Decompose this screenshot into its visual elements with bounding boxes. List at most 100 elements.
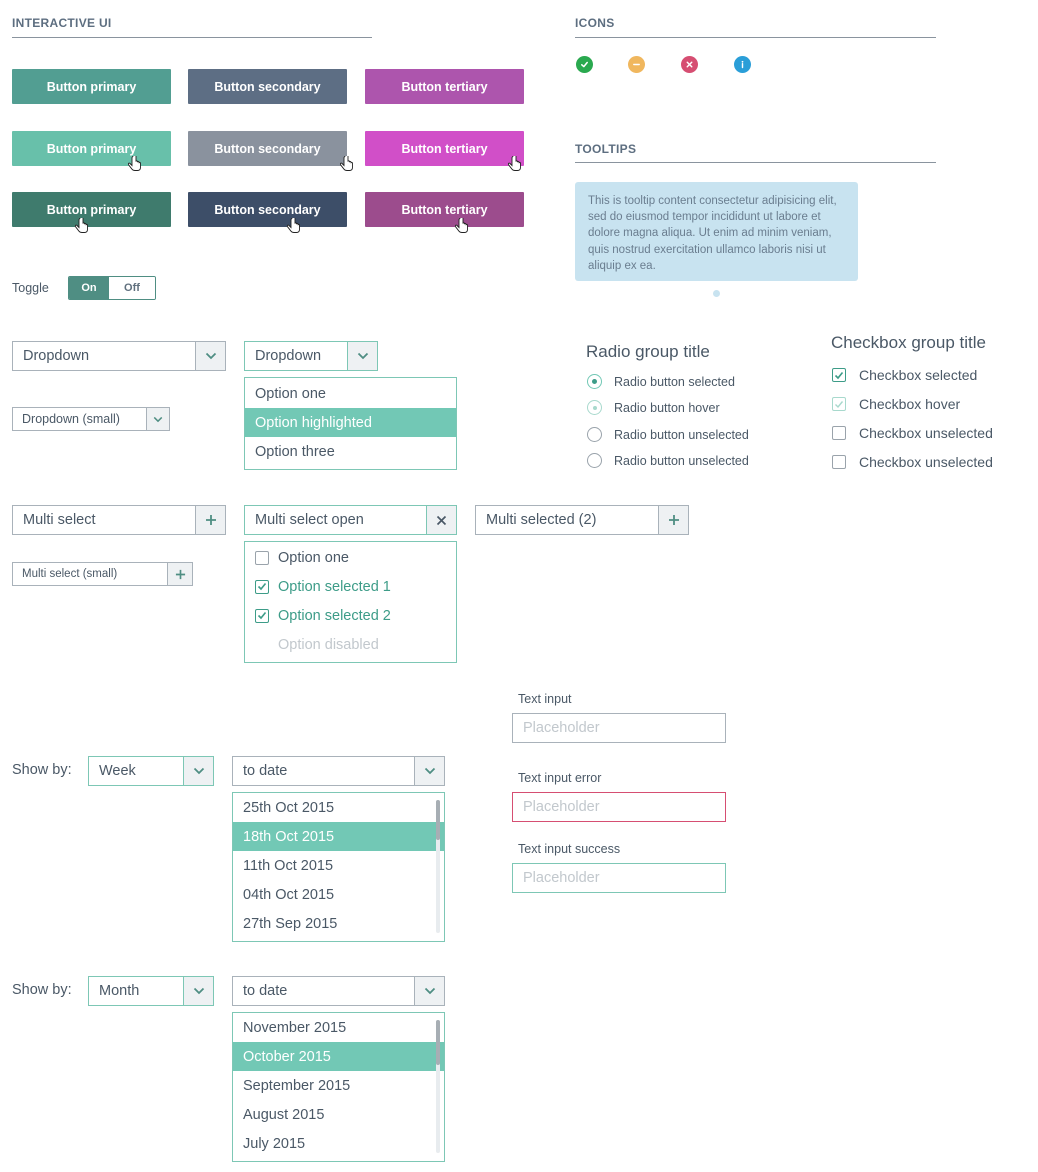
check-circle-icon — [576, 56, 593, 73]
checkbox-option[interactable]: Checkbox unselected — [832, 454, 993, 470]
dropdown-small[interactable]: Dropdown (small) — [12, 407, 170, 431]
week-option[interactable]: 11th Oct 2015 — [243, 857, 334, 874]
show-by-label: Show by: — [12, 762, 72, 778]
radio-option[interactable]: Radio button unselected — [587, 453, 749, 468]
chevron-down-icon[interactable] — [347, 342, 377, 370]
checkbox-option[interactable]: Checkbox unselected — [832, 425, 993, 441]
checkbox[interactable] — [832, 426, 846, 440]
multi-select-value: Multi selected (2) — [486, 512, 597, 528]
date-range-dropdown[interactable]: to date — [232, 756, 445, 786]
scrollbar[interactable] — [436, 1020, 440, 1153]
hand-cursor-icon — [128, 156, 141, 171]
date-range-value: to date — [243, 763, 288, 779]
plus-icon[interactable] — [167, 563, 192, 585]
chevron-down-icon[interactable] — [414, 757, 444, 785]
primary-button[interactable]: Button primary — [12, 69, 171, 104]
checkbox[interactable] — [832, 368, 846, 382]
hand-cursor-icon — [340, 156, 353, 171]
chevron-down-icon[interactable] — [195, 342, 225, 370]
checkbox[interactable] — [832, 397, 846, 411]
scrollbar-thumb[interactable] — [436, 800, 440, 840]
close-circle-icon — [681, 56, 698, 73]
chevron-down-icon[interactable] — [183, 757, 213, 785]
checkbox[interactable] — [255, 608, 269, 623]
multi-select-option-selected[interactable]: Option selected 2 — [245, 601, 456, 630]
tertiary-button-hover[interactable]: Button tertiary — [365, 131, 524, 166]
period-dropdown[interactable]: Month — [88, 976, 214, 1006]
dropdown-option[interactable]: Option one — [255, 385, 326, 402]
week-options-list[interactable]: 25th Oct 2015 18th Oct 2015 11th Oct 201… — [232, 792, 445, 942]
plus-icon[interactable] — [658, 506, 688, 534]
section-title-tooltips: TOOLTIPS — [575, 142, 637, 156]
checkbox-option[interactable]: Checkbox selected — [832, 367, 977, 383]
primary-button-pressed[interactable]: Button primary — [12, 192, 171, 227]
month-option[interactable]: July 2015 — [243, 1135, 306, 1152]
multi-select-open[interactable]: Multi select open — [244, 505, 457, 535]
toggle-off-option[interactable]: Off — [109, 277, 155, 299]
section-divider — [12, 37, 372, 38]
dropdown-option[interactable]: Option three — [255, 443, 335, 460]
dropdown-open[interactable]: Dropdown — [244, 341, 378, 371]
date-range-value: to date — [243, 983, 288, 999]
dropdown-value: Dropdown — [255, 348, 322, 364]
section-title-icons: ICONS — [575, 16, 615, 30]
week-option[interactable]: 25th Oct 2015 — [243, 799, 335, 816]
option-label: Option selected 1 — [278, 578, 391, 595]
multi-select-option[interactable]: Option one — [245, 543, 456, 572]
checkbox[interactable] — [255, 550, 269, 565]
tertiary-button[interactable]: Button tertiary — [365, 69, 524, 104]
chevron-down-icon[interactable] — [183, 977, 213, 1005]
multi-select-option-disabled: Option disabled — [245, 630, 456, 659]
month-option[interactable]: August 2015 — [243, 1106, 325, 1123]
primary-button-hover[interactable]: Button primary — [12, 131, 171, 166]
month-option[interactable]: September 2015 — [243, 1077, 351, 1094]
text-input[interactable]: Placeholder — [512, 713, 726, 743]
radio-button[interactable] — [587, 400, 602, 415]
multi-select-options-list: Option one Option selected 1 Option sele… — [244, 541, 457, 663]
date-range-dropdown[interactable]: to date — [232, 976, 445, 1006]
week-option-highlighted[interactable]: 18th Oct 2015 — [233, 822, 444, 851]
secondary-button-hover[interactable]: Button secondary — [188, 131, 347, 166]
period-dropdown[interactable]: Week — [88, 756, 214, 786]
on-off-toggle[interactable]: On Off — [68, 276, 156, 300]
plus-icon[interactable] — [195, 506, 225, 534]
checkbox[interactable] — [255, 579, 269, 594]
month-option-highlighted[interactable]: October 2015 — [233, 1042, 444, 1071]
dropdown[interactable]: Dropdown — [12, 341, 226, 371]
week-option[interactable]: 04th Oct 2015 — [243, 886, 335, 903]
scrollbar[interactable] — [436, 800, 440, 933]
dropdown-option-highlighted[interactable]: Option highlighted — [245, 408, 456, 437]
info-circle-icon — [734, 56, 751, 73]
close-icon[interactable] — [426, 506, 456, 534]
multi-select[interactable]: Multi select — [12, 505, 226, 535]
chevron-down-icon[interactable] — [146, 408, 169, 430]
checkbox[interactable] — [832, 455, 846, 469]
tertiary-button-pressed[interactable]: Button tertiary — [365, 192, 524, 227]
scrollbar-thumb[interactable] — [436, 1020, 440, 1065]
chevron-down-icon[interactable] — [414, 977, 444, 1005]
radio-group-title: Radio group title — [586, 342, 710, 361]
radio-button[interactable] — [587, 374, 602, 389]
radio-option[interactable]: Radio button hover — [587, 400, 720, 415]
dropdown-options-list: Option one Option highlighted Option thr… — [244, 377, 457, 470]
radio-button[interactable] — [587, 453, 602, 468]
multi-select-option-selected[interactable]: Option selected 1 — [245, 572, 456, 601]
checkbox-label: Checkbox selected — [859, 367, 978, 383]
text-input-success[interactable]: Placeholder — [512, 863, 726, 893]
hand-cursor-icon — [508, 156, 521, 171]
week-option[interactable]: 27th Sep 2015 — [243, 915, 338, 932]
section-divider — [575, 37, 936, 38]
radio-button[interactable] — [587, 427, 602, 442]
toggle-on-option[interactable]: On — [69, 277, 109, 299]
secondary-button-pressed[interactable]: Button secondary — [188, 192, 347, 227]
multi-select-selected[interactable]: Multi selected (2) — [475, 505, 689, 535]
multi-select-small[interactable]: Multi select (small) — [12, 562, 193, 586]
month-option[interactable]: November 2015 — [243, 1019, 347, 1036]
text-input-error[interactable]: Placeholder — [512, 792, 726, 822]
toggle-label: Toggle — [12, 281, 49, 295]
checkbox-option[interactable]: Checkbox hover — [832, 396, 960, 412]
month-options-list[interactable]: November 2015 October 2015 September 201… — [232, 1012, 445, 1162]
secondary-button[interactable]: Button secondary — [188, 69, 347, 104]
radio-option[interactable]: Radio button unselected — [587, 427, 749, 442]
radio-option[interactable]: Radio button selected — [587, 374, 735, 389]
